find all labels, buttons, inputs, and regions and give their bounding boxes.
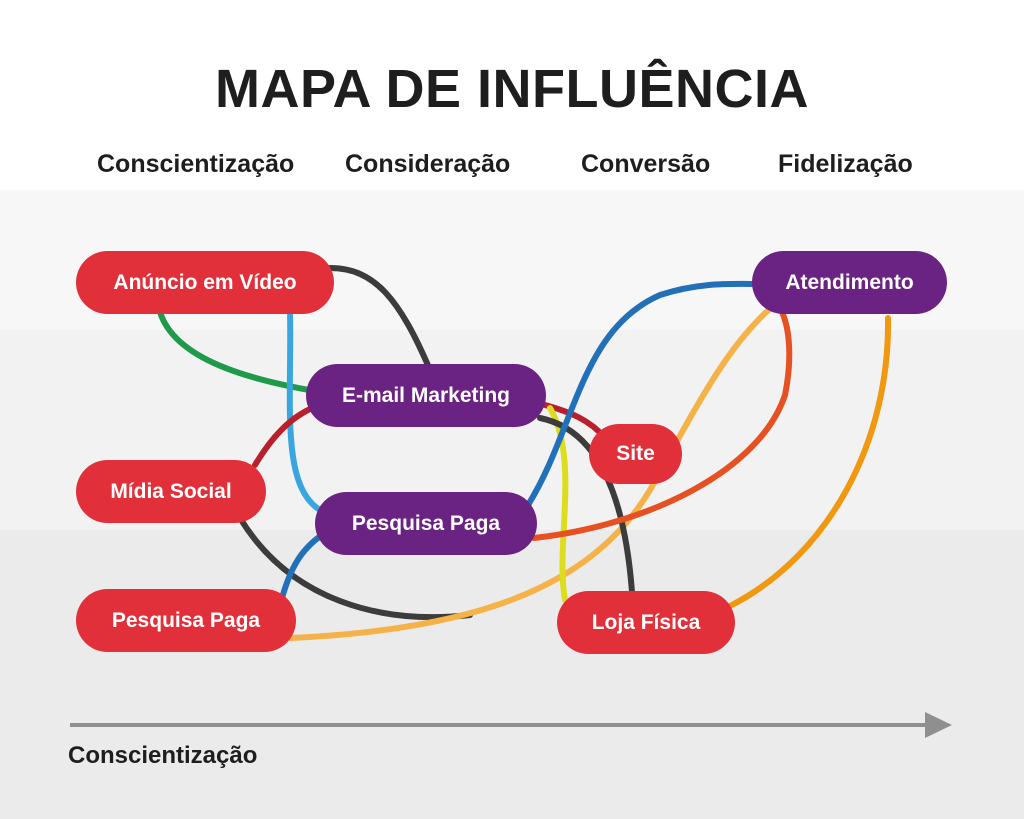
timeline-arrow-head bbox=[925, 712, 952, 738]
link-social-to-store-black bbox=[237, 515, 473, 621]
link-paid-search-to-customer-service-red-orange bbox=[531, 309, 793, 541]
node-social-media: Mídia Social bbox=[76, 460, 266, 523]
diagram-title: MAPA DE INFLUÊNCIA bbox=[215, 59, 809, 119]
timeline-arrow bbox=[70, 712, 952, 738]
link-store-to-customer-service-orange bbox=[727, 315, 892, 609]
link-paid-search-to-customer-service-light-orange bbox=[287, 297, 783, 641]
axis-label: Conscientização bbox=[68, 742, 258, 769]
node-customer-service: Atendimento bbox=[752, 251, 947, 314]
stage-label-awareness: Conscientização bbox=[97, 150, 295, 178]
stage-label-consideration: Consideração bbox=[345, 150, 511, 178]
link-paid-search-left-to-mid-blue bbox=[279, 532, 325, 601]
link-video-to-paid-search-light-blue bbox=[286, 309, 323, 513]
stage-label-loyalty: Fidelização bbox=[778, 150, 913, 178]
node-physical-store: Loja Física bbox=[557, 591, 735, 654]
link-paid-search-to-customer-service-blue bbox=[525, 280, 763, 508]
background-band-3 bbox=[0, 530, 1024, 819]
node-paid-search-awareness: Pesquisa Paga bbox=[76, 589, 296, 652]
node-email-marketing: E-mail Marketing bbox=[306, 364, 546, 427]
link-video-to-email-green bbox=[157, 309, 323, 395]
link-video-to-email-black bbox=[327, 265, 433, 373]
stage-label-conversion: Conversão bbox=[581, 150, 711, 178]
background-band-top bbox=[0, 0, 1024, 190]
node-video-ad: Anúncio em Vídeo bbox=[76, 251, 334, 314]
node-paid-search-consideration: Pesquisa Paga bbox=[315, 492, 537, 555]
node-site: Site bbox=[589, 424, 682, 484]
link-email-to-store-yellow bbox=[547, 405, 569, 603]
